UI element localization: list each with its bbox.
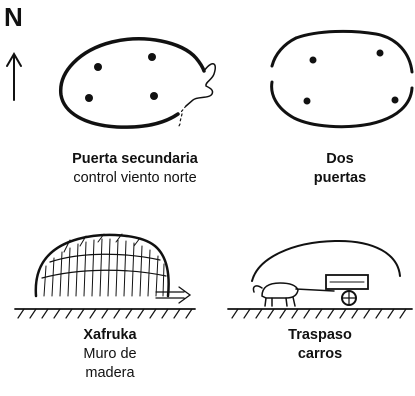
caption-subtitle: control viento norte xyxy=(73,170,197,186)
plan-secondary-door-icon xyxy=(59,37,216,129)
thatched-hut-icon xyxy=(14,233,196,319)
caption-title-line1: Traspaso xyxy=(288,327,352,343)
plan-two-doors-icon xyxy=(270,29,414,129)
caption-subtitle-line1: Muro de xyxy=(83,346,137,362)
caption-xafruka: Xafruka Muro de madera xyxy=(60,326,160,383)
caption-two-doors: Dos puertas xyxy=(290,150,390,188)
north-arrow-icon xyxy=(6,52,22,101)
ox-cart-icon xyxy=(227,239,413,319)
caption-title-line1: Dos xyxy=(326,151,354,167)
caption-title: Puerta secundaria xyxy=(72,151,198,167)
caption-subtitle-line2: madera xyxy=(85,365,135,381)
caption-secondary-door: Puerta secundaria control viento norte xyxy=(35,150,235,188)
caption-title: Xafruka xyxy=(83,327,137,343)
caption-cart-passage: Traspaso carros xyxy=(265,326,375,364)
caption-title-line2: puertas xyxy=(313,170,367,186)
caption-title-line2: carros xyxy=(297,346,343,362)
north-label: N xyxy=(4,2,23,32)
